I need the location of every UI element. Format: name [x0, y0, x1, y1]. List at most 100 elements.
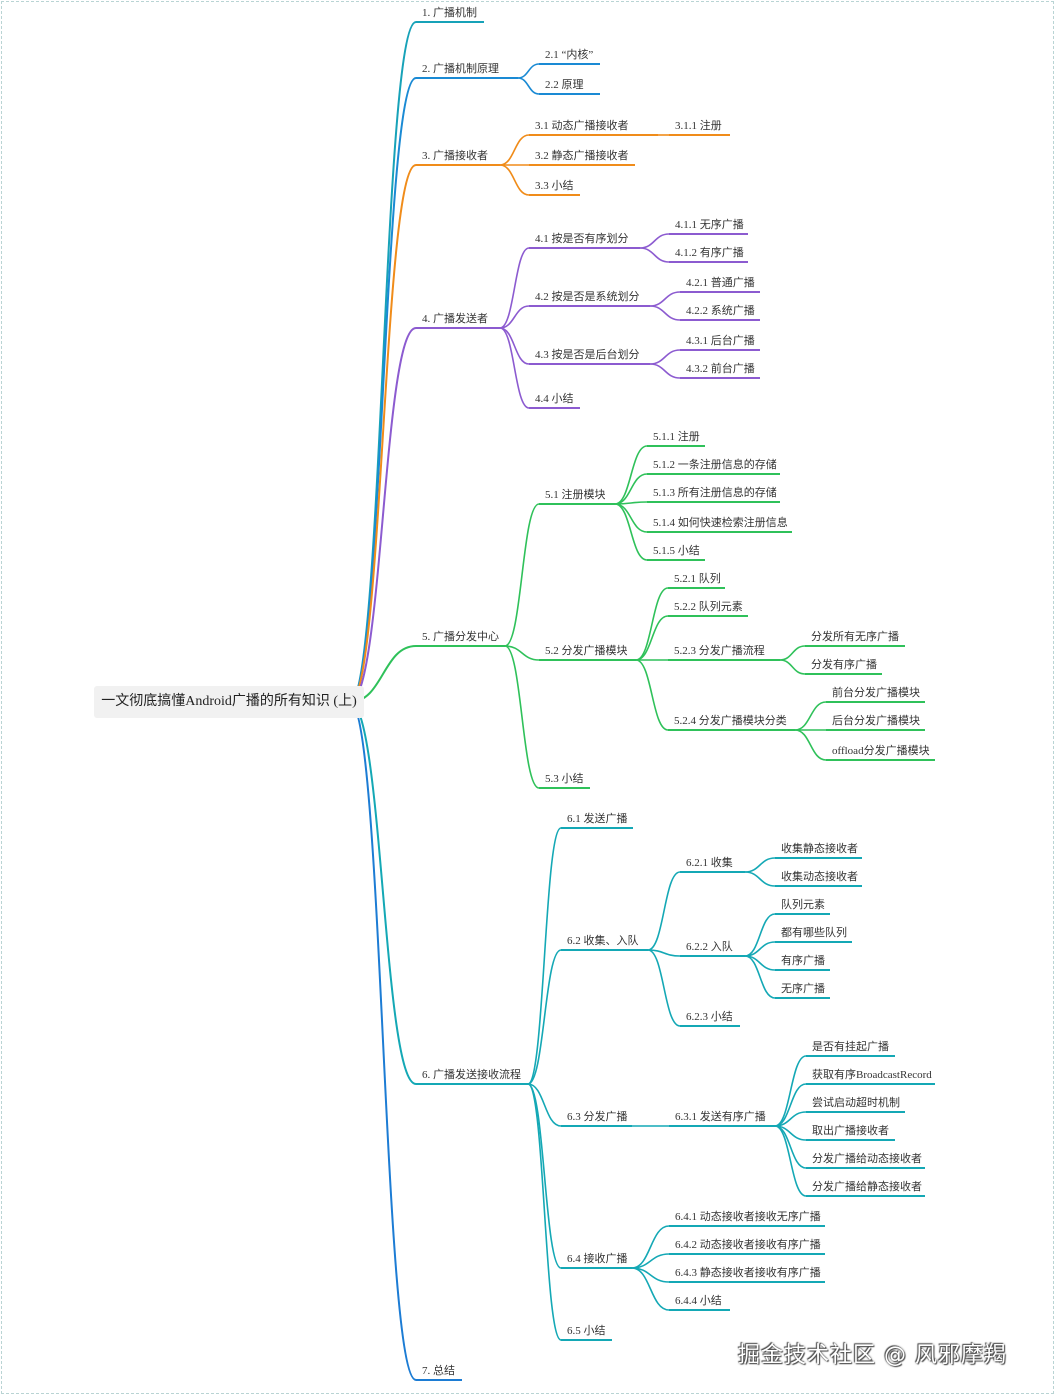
- link-n41: [499, 247, 530, 329]
- link-n431: [649, 349, 681, 365]
- node-n622[interactable]: 6.2.2 入队: [686, 941, 733, 953]
- link-n5232: [779, 659, 806, 675]
- link-n61: [527, 827, 562, 1085]
- node-n512[interactable]: 5.1.2 一条注册信息的存储: [653, 459, 777, 471]
- node-n3[interactable]: 3. 广播接收者: [422, 150, 488, 162]
- node-n311[interactable]: 3.1.1 注册: [675, 120, 722, 132]
- node-n5232[interactable]: 分发有序广播: [811, 659, 877, 671]
- node-n51[interactable]: 5.1 注册模块: [545, 489, 606, 501]
- node-n65[interactable]: 6.5 小结: [567, 1325, 606, 1337]
- node-n644[interactable]: 6.4.4 小结: [675, 1295, 722, 1307]
- node-n411[interactable]: 4.1.1 无序广播: [675, 219, 744, 231]
- node-n63[interactable]: 6.3 分发广播: [567, 1111, 628, 1123]
- node-n5243[interactable]: offload分发广播模块: [832, 745, 930, 757]
- node-n64[interactable]: 6.4 接收广播: [567, 1253, 628, 1265]
- node-n6314[interactable]: 取出广播接收者: [812, 1125, 889, 1137]
- node-n5241[interactable]: 前台分发广播模块: [832, 687, 920, 699]
- node-n52[interactable]: 5.2 分发广播模块: [545, 645, 628, 657]
- link-n6211: [744, 857, 776, 873]
- link-n6316: [774, 1125, 807, 1197]
- node-n523[interactable]: 5.2.3 分发广播流程: [674, 645, 765, 657]
- node-n2[interactable]: 2. 广播机制原理: [422, 63, 499, 75]
- node-n41[interactable]: 4.1 按是否有序划分: [535, 233, 629, 245]
- watermark: 掘金技术社区 @ 风邪摩羯: [738, 1343, 1007, 1368]
- root-label: 一文彻底搞懂Android广播的所有知识 (上): [101, 694, 357, 709]
- node-n32[interactable]: 3.2 静态广播接收者: [535, 150, 629, 162]
- root-node[interactable]: 一文彻底搞懂Android广播的所有知识 (上): [94, 686, 364, 718]
- link-n43: [499, 327, 530, 365]
- node-n515[interactable]: 5.1.5 小结: [653, 545, 700, 557]
- node-n7[interactable]: 7. 总结: [422, 1365, 455, 1377]
- node-n43[interactable]: 4.3 按是否是后台划分: [535, 349, 640, 361]
- link-n33: [499, 164, 530, 196]
- node-n623[interactable]: 6.2.3 小结: [686, 1011, 733, 1023]
- node-n6224[interactable]: 无序广播: [781, 983, 825, 995]
- node-n44[interactable]: 4.4 小结: [535, 393, 574, 405]
- link-n6212: [744, 871, 776, 887]
- node-n33[interactable]: 3.3 小结: [535, 180, 574, 192]
- node-n6212[interactable]: 收集动态接收者: [781, 871, 858, 883]
- node-n631[interactable]: 6.3.1 发送有序广播: [675, 1111, 766, 1123]
- node-n521[interactable]: 5.2.1 队列: [674, 573, 721, 585]
- node-n6315[interactable]: 分发广播给动态接收者: [812, 1153, 922, 1165]
- link-n515: [614, 503, 648, 561]
- link-n421: [649, 291, 681, 307]
- node-n62[interactable]: 6.2 收集、入队: [567, 935, 639, 947]
- node-n5[interactable]: 5. 广播分发中心: [422, 631, 499, 643]
- link-n42: [499, 305, 530, 329]
- link-n512: [614, 473, 648, 505]
- link-n63: [527, 1083, 562, 1127]
- link-n5243: [794, 729, 827, 761]
- node-n31[interactable]: 3.1 动态广播接收者: [535, 120, 629, 132]
- link-n422: [649, 305, 681, 321]
- link-n644: [631, 1267, 670, 1311]
- node-n21[interactable]: 2.1 “内核”: [545, 49, 594, 61]
- node-n1[interactable]: 1. 广播机制: [422, 7, 477, 19]
- link-n6: [349, 701, 417, 1085]
- link-n31: [499, 134, 530, 166]
- node-n61[interactable]: 6.1 发送广播: [567, 813, 628, 825]
- node-n642[interactable]: 6.4.2 动态接收者接收有序广播: [675, 1239, 821, 1251]
- node-n6223[interactable]: 有序广播: [781, 955, 825, 967]
- node-n511[interactable]: 5.1.1 注册: [653, 431, 700, 443]
- node-n422[interactable]: 4.2.2 系统广播: [686, 305, 755, 317]
- node-n431[interactable]: 4.3.1 后台广播: [686, 335, 755, 347]
- link-n6311: [774, 1055, 807, 1127]
- node-n6[interactable]: 6. 广播发送接收流程: [422, 1069, 521, 1081]
- node-n621[interactable]: 6.2.1 收集: [686, 857, 733, 869]
- node-n5242[interactable]: 后台分发广播模块: [832, 715, 920, 727]
- link-n641: [631, 1225, 670, 1269]
- node-n412[interactable]: 4.1.2 有序广播: [675, 247, 744, 259]
- link-n51: [504, 503, 540, 647]
- node-n42[interactable]: 4.2 按是否是系统划分: [535, 291, 640, 303]
- node-n6313[interactable]: 尝试启动超时机制: [812, 1097, 900, 1109]
- node-n6221[interactable]: 队列元素: [781, 899, 825, 911]
- link-n514: [614, 503, 648, 533]
- link-n6312: [774, 1083, 807, 1127]
- link-n411: [639, 233, 670, 249]
- node-n513[interactable]: 5.1.3 所有注册信息的存储: [653, 487, 777, 499]
- node-n6312[interactable]: 获取有序BroadcastRecord: [812, 1069, 932, 1081]
- node-n4[interactable]: 4. 广播发送者: [422, 313, 488, 325]
- node-n22[interactable]: 2.2 原理: [545, 79, 584, 91]
- node-n641[interactable]: 6.4.1 动态接收者接收无序广播: [675, 1211, 821, 1223]
- node-n5231[interactable]: 分发所有无序广播: [811, 631, 899, 643]
- node-n6222[interactable]: 都有哪些队列: [781, 927, 847, 939]
- link-n52: [504, 645, 540, 661]
- node-n6211[interactable]: 收集静态接收者: [781, 843, 858, 855]
- link-n3: [349, 164, 417, 703]
- node-n53[interactable]: 5.3 小结: [545, 773, 584, 785]
- link-n521: [635, 587, 669, 661]
- node-n421[interactable]: 4.2.1 普通广播: [686, 277, 755, 289]
- node-n6316[interactable]: 分发广播给静态接收者: [812, 1181, 922, 1193]
- node-n643[interactable]: 6.4.3 静态接收者接收有序广播: [675, 1267, 821, 1279]
- link-n621: [647, 871, 681, 951]
- node-n432[interactable]: 4.3.2 前台广播: [686, 363, 755, 375]
- link-n432: [649, 363, 681, 379]
- node-n6311[interactable]: 是否有挂起广播: [812, 1041, 889, 1053]
- node-n522[interactable]: 5.2.2 队列元素: [674, 601, 743, 613]
- node-n514[interactable]: 5.1.4 如何快速检索注册信息: [653, 517, 788, 529]
- node-n524[interactable]: 5.2.4 分发广播模块分类: [674, 715, 787, 727]
